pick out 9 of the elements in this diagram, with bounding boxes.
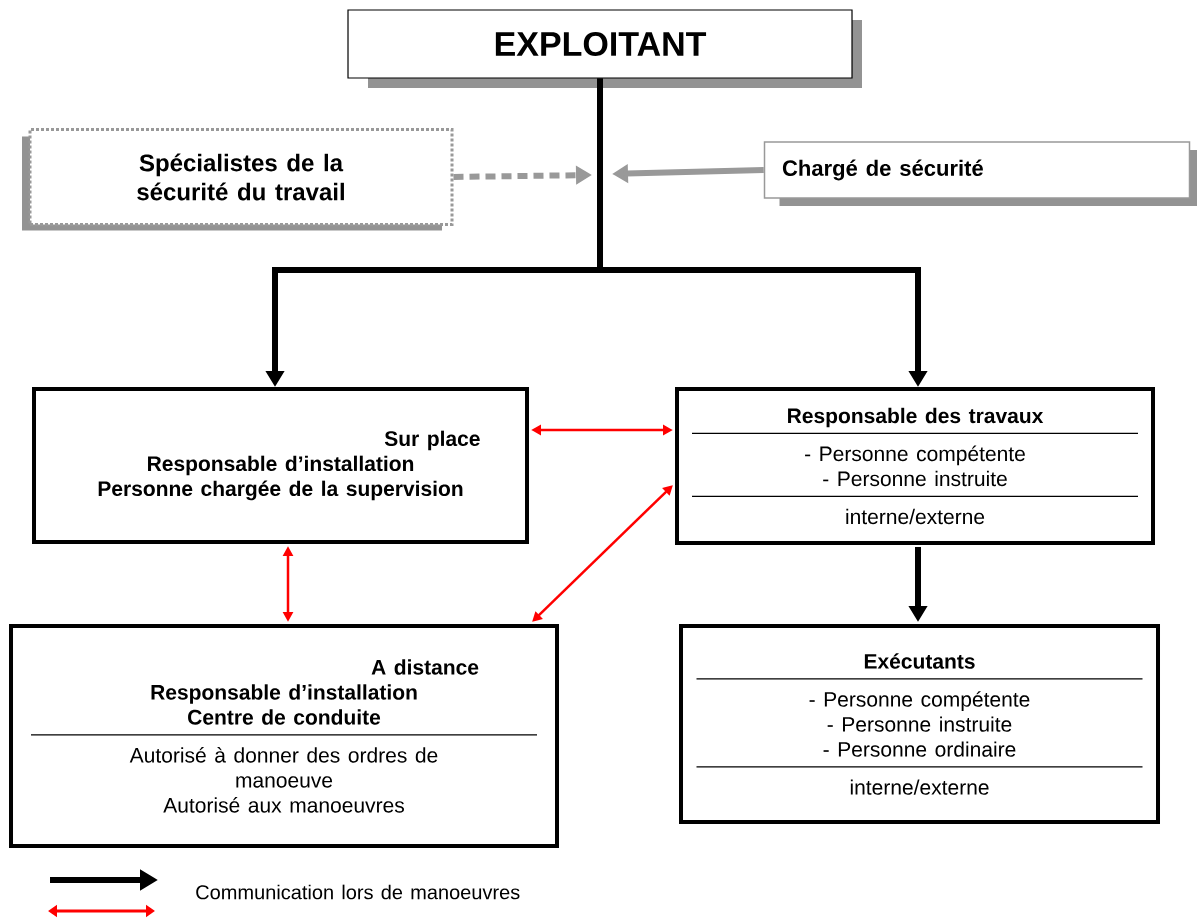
arrow (532, 485, 673, 622)
dotted-box: Spécialistes de la sécurité du travail (22, 128, 454, 231)
role-box: Responsable des travaux - Personne compétente - Personne instruite interne/externe (675, 387, 1155, 545)
title-box: EXPLOITANT (347, 9, 862, 88)
role-box: Sur place Responsable d’installation Personne chargée de la supervision (32, 387, 529, 544)
role-box: Exécutants - Personne compétente - Personne instruite - Personne ordinaire interne/externe (679, 624, 1160, 824)
legend-text: Communication lors de manoeuvres (196, 884, 520, 900)
role-box: A distance Responsable d’installation Centre de conduite Autorisé à donner des ordres de manoeuve Autorisé aux manoeuvres (9, 624, 559, 848)
side-box: Chargé de sécurité (763, 141, 1197, 206)
